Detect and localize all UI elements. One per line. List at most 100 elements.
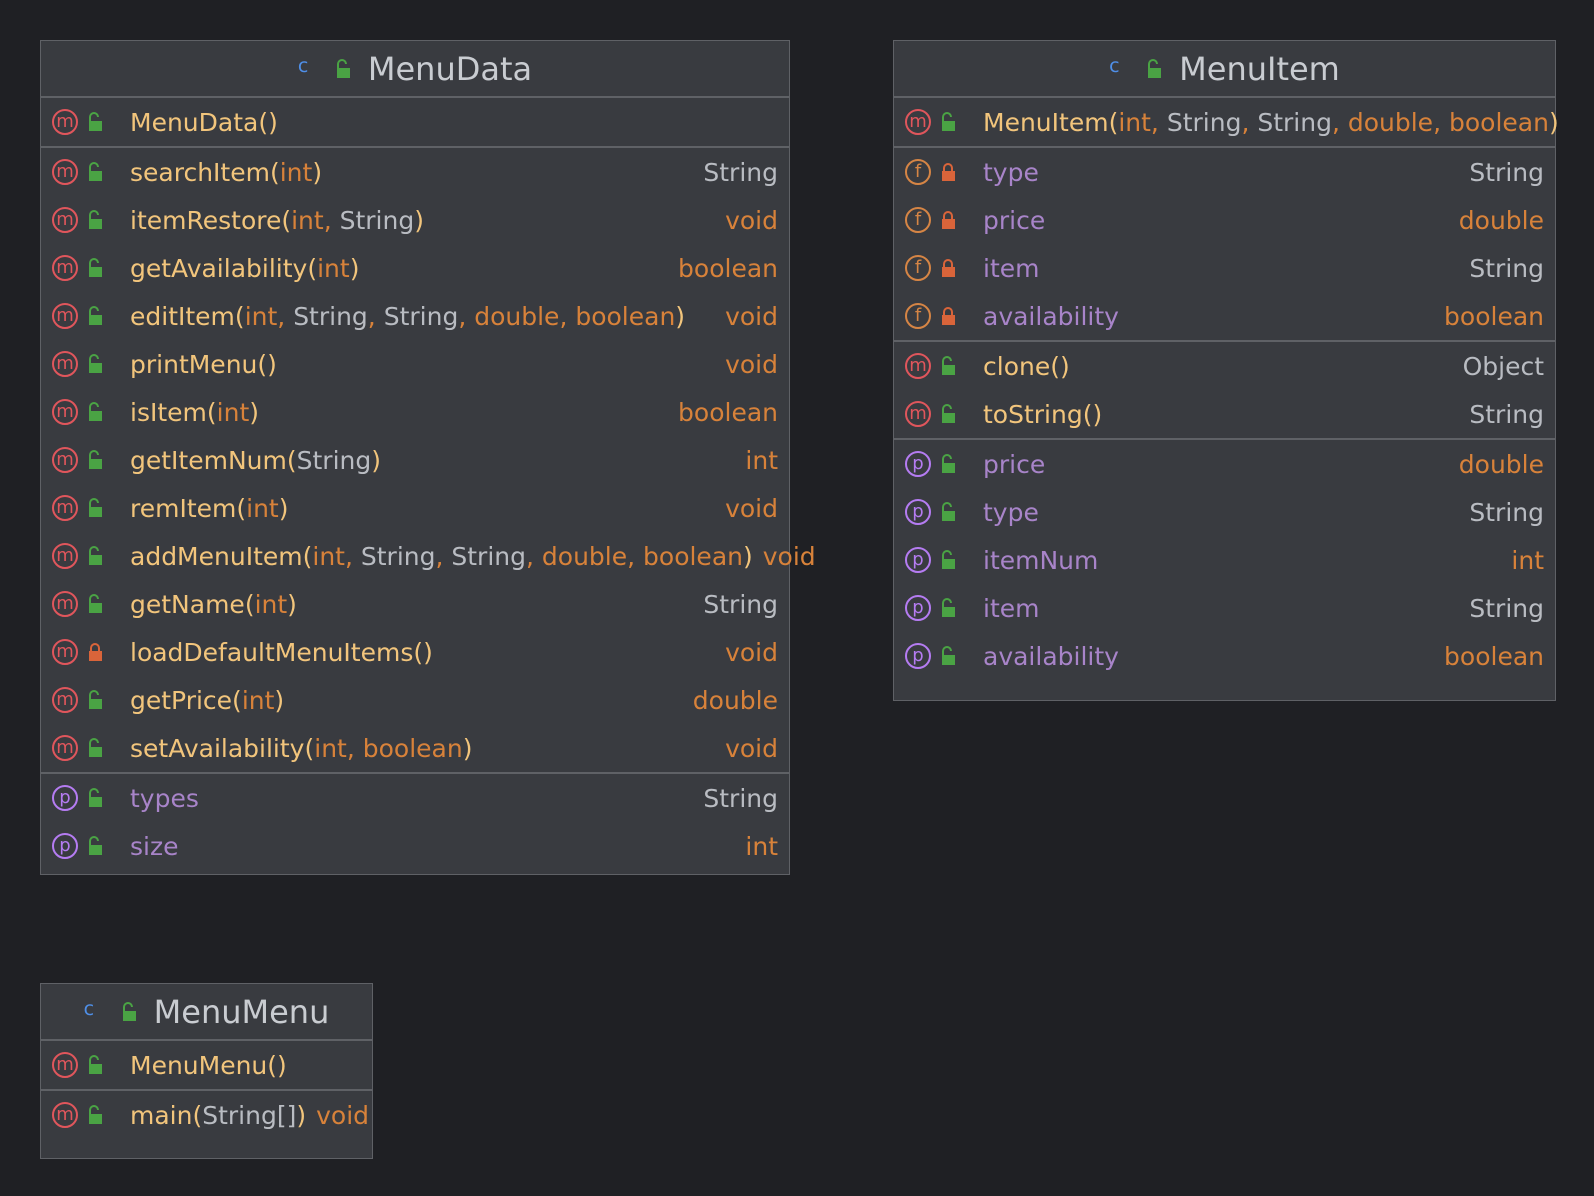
member-type: boolean: [1444, 641, 1544, 671]
class-icon: c: [1109, 54, 1120, 77]
member-name: types: [130, 783, 199, 813]
method-icon: m: [52, 399, 78, 425]
field-icon: f: [905, 303, 931, 329]
property-icon: p: [52, 833, 78, 859]
member-name: setAvailability: [130, 733, 305, 763]
member-type: String: [703, 157, 778, 187]
field-row[interactable]: f availability boolean: [894, 292, 1555, 340]
member-signature: size: [130, 832, 735, 861]
member-signature: type: [983, 498, 1459, 527]
method-icon: m: [52, 1052, 78, 1078]
param-type: int: [1118, 107, 1151, 137]
method-icon: m: [52, 495, 78, 521]
param-type: boolean: [575, 301, 676, 331]
member-name: clone: [983, 351, 1051, 381]
member-type: String: [1469, 593, 1544, 623]
class-header[interactable]: c MenuMenu: [41, 984, 372, 1041]
method-icon: m: [52, 255, 78, 281]
property-icon: p: [905, 499, 931, 525]
param-type: int: [246, 493, 279, 523]
param-type: String: [339, 205, 415, 235]
param-type: boolean: [362, 733, 463, 763]
method-icon: m: [52, 109, 78, 135]
member-type: int: [745, 831, 778, 861]
member-type: int: [745, 445, 778, 475]
member-signature: MenuData(): [130, 107, 278, 137]
member-signature: loadDefaultMenuItems(): [130, 637, 433, 667]
param-type: double: [474, 301, 560, 331]
class-header[interactable]: c MenuItem: [894, 41, 1555, 98]
param-type: String: [293, 301, 368, 331]
member-name: item: [983, 253, 1040, 283]
member-type: boolean: [1444, 301, 1544, 331]
method-icon: m: [52, 639, 78, 665]
method-icon: m: [52, 735, 78, 761]
param-type: String: [451, 541, 526, 571]
member-type: Object: [1462, 351, 1544, 381]
member-signature: itemNum: [983, 546, 1501, 575]
unlocked-icon: [120, 1000, 140, 1024]
unlocked-icon: [939, 452, 959, 476]
method-icon: m: [52, 687, 78, 713]
unlocked-icon: [939, 548, 959, 572]
lock-icon: [939, 208, 959, 232]
class-title: MenuItem: [1179, 49, 1340, 88]
member-name: availability: [983, 301, 1119, 331]
lock-icon: [939, 256, 959, 280]
property-icon: p: [905, 451, 931, 477]
member-signature: availability: [983, 302, 1434, 331]
member-type: void: [725, 493, 778, 523]
member-signature: clone(): [983, 351, 1070, 381]
param-type: int: [312, 541, 345, 571]
member-signature: printMenu(): [130, 349, 277, 379]
method-icon: m: [52, 207, 78, 233]
constructor-row[interactable]: m MenuData(): [41, 98, 789, 146]
param-type: int: [291, 205, 324, 235]
unlocked-icon: [86, 688, 106, 712]
unlocked-icon: [86, 1103, 106, 1127]
unlocked-icon: [86, 786, 106, 810]
method-icon: m: [52, 591, 78, 617]
param-type: String: [296, 445, 372, 475]
unlocked-icon: [334, 57, 354, 81]
member-type: String: [703, 589, 778, 619]
member-name: availability: [983, 641, 1119, 671]
unlocked-icon: [86, 110, 106, 134]
member-name: MenuData: [130, 107, 259, 137]
class-header[interactable]: c MenuData: [41, 41, 789, 98]
member-signature: item: [983, 254, 1459, 283]
